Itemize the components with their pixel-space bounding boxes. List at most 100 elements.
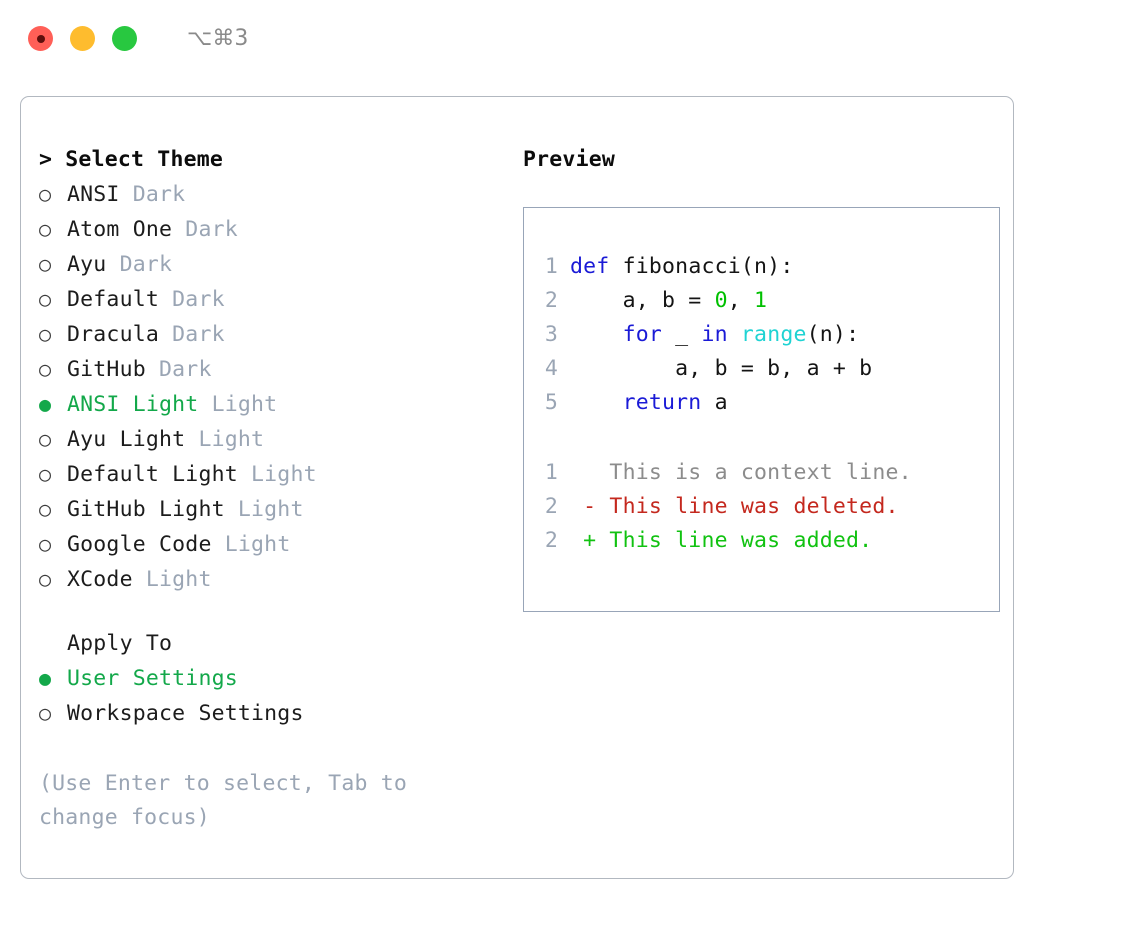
code-line-content: a, b = b, a + b — [570, 352, 872, 386]
code-line: 2 a, b = 0, 1 — [540, 284, 999, 318]
hint-spacer — [39, 731, 504, 767]
line-number: 2 — [544, 288, 558, 313]
radio-unselected-icon: ○ — [39, 701, 52, 725]
code-line: 5 return a — [540, 386, 999, 420]
code-token-del: - This line was deleted. — [570, 494, 899, 519]
code-token-pln: (n): — [806, 322, 860, 347]
line-number: 5 — [544, 390, 558, 415]
theme-label: ANSI Light — [67, 392, 199, 417]
radio-unselected-icon: ○ — [39, 322, 52, 346]
radio-unselected-icon: ○ — [39, 217, 52, 241]
radio-unselected-icon: ○ — [39, 427, 52, 451]
code-token-num: 1 — [754, 288, 768, 313]
code-token-pln — [570, 322, 623, 347]
radio-unselected-icon: ○ — [39, 182, 52, 206]
code-token-pln — [728, 322, 741, 347]
apply-to-label: User Settings — [67, 666, 238, 691]
code-line: 4 a, b = b, a + b — [540, 352, 999, 386]
theme-item[interactable]: ○ Default Light Light — [39, 457, 504, 492]
theme-item[interactable]: ●ANSI Light Light — [39, 387, 504, 422]
line-number: 3 — [544, 322, 558, 347]
code-token-kw: for — [622, 322, 663, 347]
theme-label: Dracula — [67, 322, 160, 347]
theme-variant-label: Dark — [172, 217, 238, 242]
keyboard-hint: (Use Enter to select, Tab to change focu… — [39, 771, 408, 830]
code-token-kw: in — [701, 322, 728, 347]
theme-variant-label: Dark — [119, 182, 186, 207]
code-line-content: return a — [570, 386, 728, 420]
theme-variant-label: Dark — [145, 357, 212, 382]
line-number: 4 — [544, 356, 558, 381]
code-token-fn: range — [740, 322, 807, 347]
radio-unselected-icon: ○ — [39, 252, 52, 276]
theme-item[interactable]: ○ Atom One Dark — [39, 212, 504, 247]
theme-item[interactable]: ○ Default Dark — [39, 282, 504, 317]
theme-variant-label: Dark — [159, 287, 225, 312]
line-number: 2 — [544, 528, 558, 553]
apply-to-label: Workspace Settings — [67, 701, 304, 726]
window-controls — [28, 26, 137, 51]
keyboard-shortcut-label: ⌥⌘3 — [187, 26, 249, 51]
radio-unselected-icon: ○ — [39, 462, 52, 486]
code-token-kw: def — [570, 254, 610, 279]
code-diff-gap — [540, 420, 999, 456]
radio-unselected-icon: ○ — [39, 287, 52, 311]
theme-label: Ayu Light — [67, 427, 186, 452]
code-line: 1 def fibonacci(n): — [540, 250, 999, 284]
line-number: 2 — [544, 494, 558, 519]
theme-variant-label: Light — [224, 497, 304, 522]
theme-variant-label: Light — [211, 532, 291, 557]
code-token-pln: a, b = b, a + b — [570, 356, 873, 381]
theme-label: GitHub Light — [67, 497, 225, 522]
code-token-pln: , — [727, 288, 755, 313]
apply-to-list: ● User Settings ○ Workspace Settings — [39, 661, 504, 731]
theme-label: GitHub — [67, 357, 146, 382]
radio-selected-icon: ● — [39, 666, 52, 690]
code-token-num: 0 — [714, 288, 728, 313]
theme-label: Atom One — [67, 217, 173, 242]
code-line-content: def fibonacci(n): — [570, 250, 793, 284]
apply-to-item[interactable]: ● User Settings — [39, 661, 504, 696]
line-number: 1 — [544, 254, 558, 279]
code-line-content: a, b = 0, 1 — [570, 284, 767, 318]
window-titlebar: ⌥⌘3 — [0, 0, 1140, 77]
code-token-pln: fibonacci(n): — [622, 254, 794, 279]
diff-line-content: - This line was deleted. — [570, 490, 899, 524]
minimize-button[interactable] — [70, 26, 95, 51]
theme-item[interactable]: ○ Ayu Light Light — [39, 422, 504, 457]
theme-item[interactable]: ○ GitHub Light Light — [39, 492, 504, 527]
preview-title: Preview — [523, 147, 616, 172]
radio-selected-icon: ● — [39, 392, 52, 416]
theme-item[interactable]: ○Ayu Dark — [39, 247, 504, 282]
apply-to-header: Apply To — [67, 631, 173, 656]
theme-label: Default — [67, 287, 160, 312]
code-token-pln: _ — [662, 322, 702, 347]
apply-to-item[interactable]: ○ Workspace Settings — [39, 696, 504, 731]
theme-variant-label: Light — [237, 462, 317, 487]
radio-unselected-icon: ○ — [39, 497, 52, 521]
theme-item[interactable]: ○Dracula Dark — [39, 317, 504, 352]
code-token-add: + This line was added. — [570, 528, 873, 553]
list-spacer — [39, 597, 504, 627]
code-token-pln — [570, 390, 623, 415]
theme-variant-label: Dark — [106, 252, 173, 277]
zoom-button[interactable] — [112, 26, 137, 51]
close-icon — [36, 34, 45, 43]
theme-item[interactable]: ○Google Code Light — [39, 527, 504, 562]
theme-variant-label: Light — [185, 427, 265, 452]
theme-item[interactable]: ○ ANSI Dark — [39, 177, 504, 212]
code-token-pln — [609, 254, 622, 279]
theme-selection-pane: > Select Theme ○ANSI Dark○Atom One Dark○… — [39, 143, 504, 878]
theme-picker-card: > Select Theme ○ANSI Dark○Atom One Dark○… — [20, 96, 1014, 879]
code-line-content: for _ in range(n): — [570, 318, 859, 352]
theme-item[interactable]: ○XCode Light — [39, 562, 504, 597]
close-button[interactable] — [28, 26, 53, 51]
radio-unselected-icon: ○ — [39, 532, 52, 556]
theme-label: ANSI — [67, 182, 120, 207]
theme-item[interactable]: ○GitHub Dark — [39, 352, 504, 387]
theme-variant-label: Light — [132, 567, 212, 592]
theme-label: Default Light — [67, 462, 238, 487]
select-theme-header: > Select Theme — [39, 147, 224, 172]
